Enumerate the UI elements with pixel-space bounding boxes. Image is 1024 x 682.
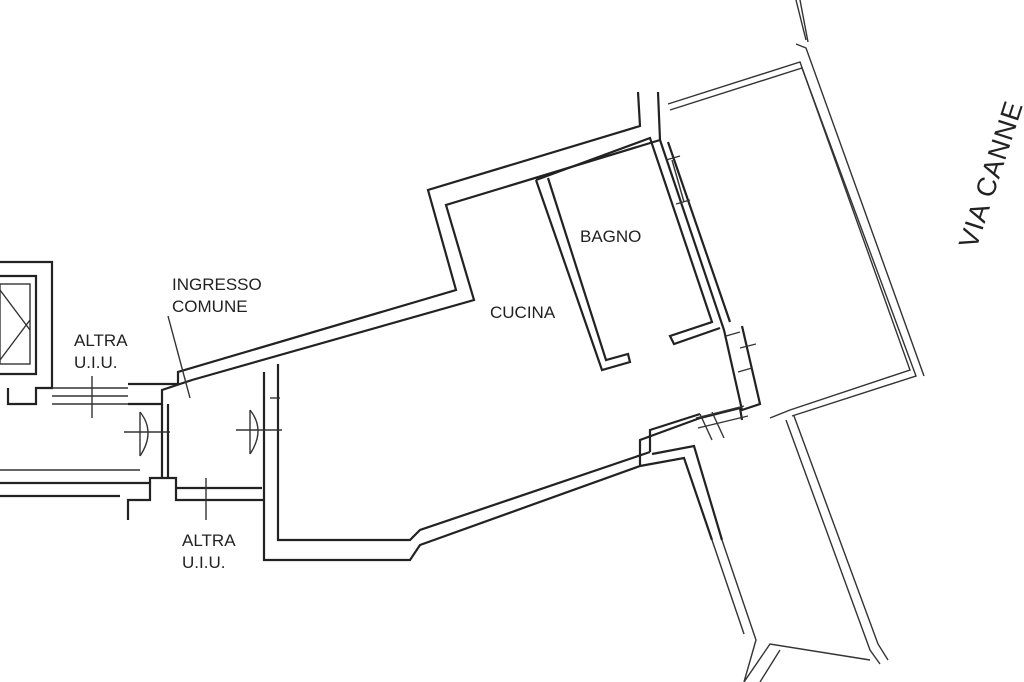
label-altra-uiu-left-2: U.I.U. [74, 353, 117, 372]
label-ingresso: INGRESSO [172, 275, 262, 294]
door-symbols [124, 397, 282, 520]
label-altra-uiu-left-1: ALTRA [74, 331, 128, 350]
outer-walls [128, 91, 744, 562]
bagno-walls [534, 136, 762, 412]
leader-line-ingresso [167, 315, 191, 399]
stair-block [0, 260, 152, 520]
label-comune: COMUNE [172, 297, 248, 316]
label-cucina: CUCINA [490, 303, 556, 322]
label-bagno: BAGNO [580, 227, 641, 246]
windows [665, 155, 757, 441]
label-street-via-canne: VIA CANNE [953, 97, 1024, 252]
door-altra-left [52, 376, 128, 418]
label-altra-uiu-bottom-2: U.I.U. [182, 553, 225, 572]
terrace [667, 0, 925, 682]
label-altra-uiu-bottom-1: ALTRA [182, 531, 236, 550]
